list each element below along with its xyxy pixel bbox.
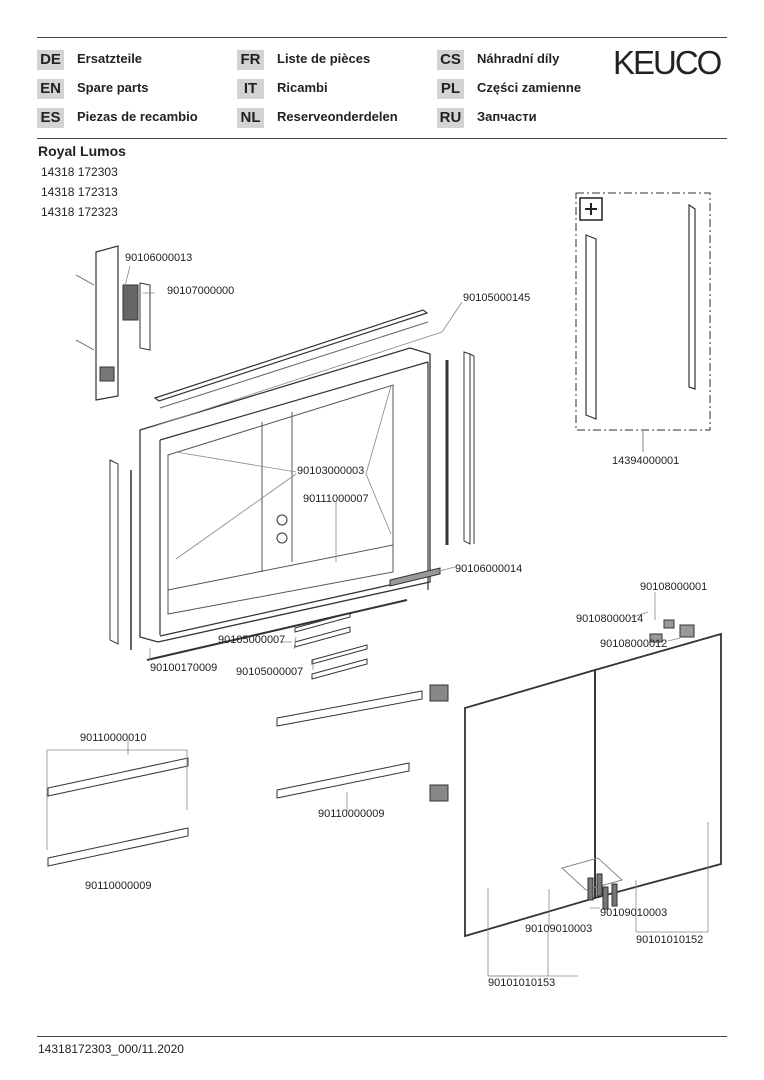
- part-number: 90108000012: [600, 638, 668, 650]
- part-number: 90106000013: [125, 252, 193, 264]
- mirror-door-right: [594, 632, 722, 900]
- part-number: 90109010003: [525, 923, 593, 935]
- lang-code-ru: RU: [437, 108, 464, 128]
- part-number: 90106000014: [455, 563, 523, 575]
- plus-icon-box: [579, 197, 603, 221]
- lang-code-pl: PL: [437, 79, 464, 99]
- part-number: 90105000007: [236, 666, 304, 678]
- part-number: 90105000007: [218, 634, 286, 646]
- part-number: 90110000009: [85, 880, 152, 892]
- document-reference: 14318172303_000/11.2020: [38, 1042, 184, 1056]
- article-number: 14318 172323: [41, 205, 118, 219]
- keuco-logo: KEUCO: [613, 44, 722, 81]
- lang-label-en: Spare parts: [77, 80, 149, 95]
- part-number: 90110000010: [80, 732, 147, 744]
- part-number: 90103000003: [297, 465, 365, 477]
- lang-code-de: DE: [37, 50, 64, 70]
- lang-label-it: Ricambi: [277, 80, 328, 95]
- part-number: 90105000145: [463, 292, 531, 304]
- part-number: 90108000014: [576, 613, 644, 625]
- part-number: 90110000009: [318, 808, 385, 820]
- part-number: 90109010003: [600, 907, 668, 919]
- lang-code-en: EN: [37, 79, 64, 99]
- mirror-door-left: [464, 668, 596, 938]
- article-number: 14318 172303: [41, 165, 118, 179]
- lang-label-es: Piezas de recambio: [77, 109, 198, 124]
- part-number: 90107000000: [167, 285, 235, 297]
- lang-code-it: IT: [237, 79, 264, 99]
- part-number: 90108000001: [640, 581, 708, 593]
- lang-code-cs: CS: [437, 50, 464, 70]
- lang-label-de: Ersatzteile: [77, 51, 143, 66]
- lang-label-fr: Liste de pièces: [277, 51, 371, 66]
- part-number: 90101010153: [488, 977, 556, 989]
- top-rule: [37, 37, 727, 38]
- lang-label-pl: Części zamienne: [477, 80, 582, 95]
- lang-code-es: ES: [37, 108, 64, 128]
- lang-code-nl: NL: [237, 108, 264, 128]
- lang-label-nl: Reserveonderdelen: [277, 109, 398, 124]
- article-number: 14318 172313: [41, 185, 118, 199]
- part-number: 90111000007: [303, 493, 369, 505]
- lang-code-fr: FR: [237, 50, 264, 70]
- lang-label-cs: Náhradní díly: [477, 51, 560, 66]
- lang-label-ru: Запчасти: [477, 109, 537, 124]
- footer-rule: [37, 1036, 727, 1037]
- part-number: 14394000001: [612, 455, 680, 467]
- part-number: 90101010152: [636, 934, 704, 946]
- part-number: 90100170009: [150, 662, 218, 674]
- product-name: Royal Lumos: [38, 143, 126, 159]
- header-rule: [37, 138, 727, 139]
